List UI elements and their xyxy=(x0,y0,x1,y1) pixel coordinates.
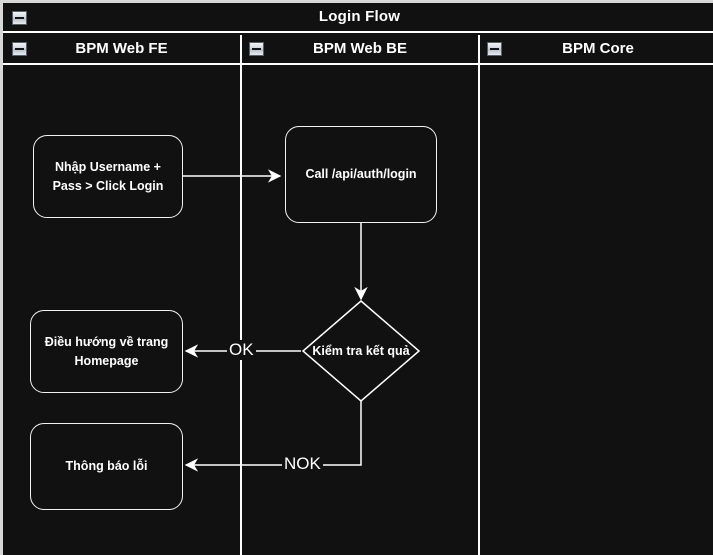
lane-label-bpm-web-be: BPM Web BE xyxy=(313,40,407,57)
lane-header-bpm-core: BPM Core xyxy=(480,35,713,65)
edge-label-nok: NOK xyxy=(282,454,323,474)
task-node-enter-credentials[interactable]: Nhập Username + Pass > Click Login xyxy=(33,135,183,218)
lane-collapse-minus-icon-bpm-core[interactable] xyxy=(487,42,502,56)
task-node-show-error[interactable]: Thông báo lỗi xyxy=(30,423,183,510)
pool-title: Login Flow xyxy=(318,8,401,25)
lane-header-bpm-web-be: BPM Web BE xyxy=(242,35,478,65)
lane-collapse-minus-icon-bpm-web-be[interactable] xyxy=(249,42,264,56)
task-label-show-error: Thông báo lỗi xyxy=(65,459,148,474)
edge-label-ok: OK xyxy=(227,340,256,360)
pool-collapse-minus-icon[interactable] xyxy=(12,11,27,25)
lane-header-bpm-web-fe: BPM Web FE xyxy=(3,35,240,65)
lane-body-bpm-core xyxy=(480,67,713,555)
lane-divider-2 xyxy=(478,35,480,555)
lane-collapse-minus-icon-bpm-web-fe[interactable] xyxy=(12,42,27,56)
task-node-redirect-homepage[interactable]: Điều hướng về trang Homepage xyxy=(30,310,183,393)
task-node-call-login-api[interactable]: Call /api/auth/login xyxy=(285,126,437,223)
task-label-enter-credentials: Nhập Username + Pass > Click Login xyxy=(52,160,164,193)
task-label-redirect-homepage: Điều hướng về trang Homepage xyxy=(44,335,169,368)
lane-label-bpm-core: BPM Core xyxy=(562,40,634,57)
lane-divider-1 xyxy=(240,35,242,555)
pool-header: Login Flow xyxy=(3,3,713,33)
lane-label-bpm-web-fe: BPM Web FE xyxy=(75,40,168,57)
task-label-call-login-api: Call /api/auth/login xyxy=(305,167,417,182)
